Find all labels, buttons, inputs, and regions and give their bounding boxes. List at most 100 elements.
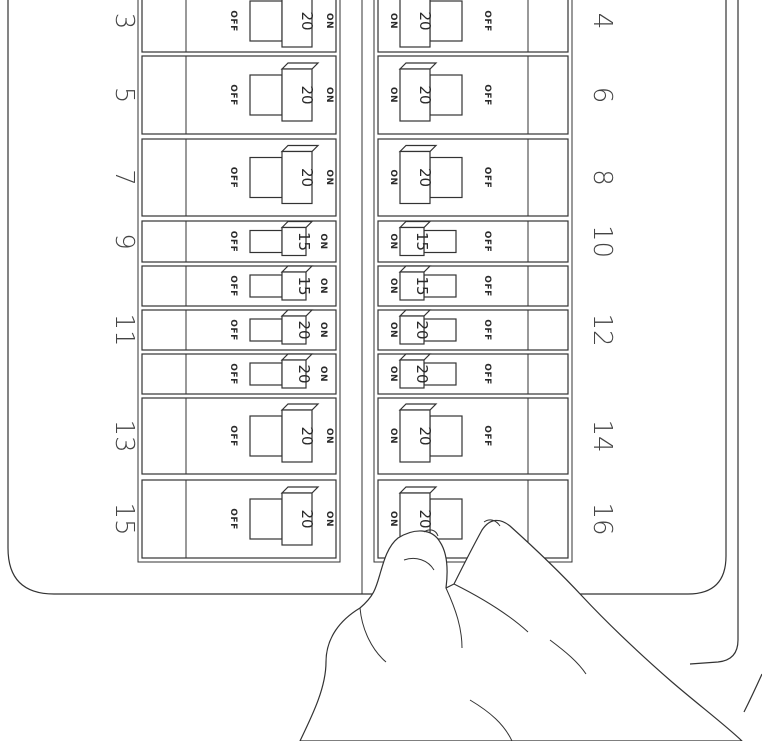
breaker-toggle[interactable] [399,409,431,463]
breaker-toggle[interactable] [281,359,307,389]
breaker-toggle[interactable] [281,0,313,48]
breaker-on-label: ON [324,169,334,185]
breaker-on-label: ON [324,87,334,103]
breaker-amperage: 15 [413,276,431,295]
breaker-toggle[interactable] [281,68,313,122]
breaker-on-label: ON [388,13,398,29]
breaker-amperage: 20 [413,364,431,383]
breaker-off-label: OFF [228,319,238,340]
circuit-number: 16 [587,502,617,535]
breaker-toggle[interactable] [399,359,425,389]
breaker-on-label: ON [388,366,398,382]
circuit-number: 15 [109,502,139,535]
breaker-amperage: 20 [298,168,316,187]
breaker-lever-housing [429,156,463,199]
breaker-amperage: 20 [298,426,316,445]
breaker-amperage: 15 [295,232,313,251]
breaker-lever-housing [249,74,283,116]
breaker-toggle[interactable] [399,315,425,345]
breaker-toggle-top [280,62,320,70]
circuit-number: 8 [587,169,617,186]
breaker-off-label: OFF [228,84,238,105]
hand-illustration [299,519,743,741]
breaker-toggle[interactable] [399,226,425,257]
breaker-row: 20 ON OFF 13 [109,397,337,475]
breaker-off-label: OFF [228,231,238,252]
breaker-off-label: OFF [228,425,238,446]
breaker-off-label: OFF [482,10,492,31]
breaker-lever-housing [249,362,283,386]
breaker-off-label: OFF [482,425,492,446]
breaker-off-label: OFF [228,508,238,529]
breaker-toggle-top [280,265,314,273]
panel-enclosure-front [7,0,727,595]
breaker-toggle[interactable] [399,150,431,205]
breaker-off-label: OFF [228,167,238,188]
breaker-off-label: OFF [228,363,238,384]
breaker-toggle[interactable] [399,68,431,122]
breaker-toggle[interactable] [281,271,307,301]
breaker-toggle[interactable] [399,0,431,48]
breaker-toggle[interactable] [281,150,313,205]
circuit-number: 3 [109,13,139,30]
circuit-number: 7 [109,169,139,186]
breaker-amperage: 15 [413,232,431,251]
breaker-on-label: ON [318,278,328,294]
breaker-lever-housing [249,498,283,540]
breaker-off-label: OFF [482,275,492,296]
left-column-frame [137,0,341,563]
breaker-lever-housing [429,0,463,42]
circuit-number: 14 [587,419,617,452]
breaker-toggle[interactable] [281,315,307,345]
circuit-number: 13 [109,419,139,452]
breaker-off-label: OFF [482,363,492,384]
breaker-on-label: ON [388,169,398,185]
circuit-number: 9 [109,233,139,250]
breaker-on-label: ON [318,366,328,382]
breaker-toggle-top [280,486,320,494]
breaker-amperage: 20 [295,364,313,383]
breaker-toggle-top [398,144,438,153]
breaker-amperage: 20 [295,320,313,339]
breaker-on-label: ON [388,87,398,103]
breaker-toggle[interactable] [399,271,425,301]
hand-thumb-line [359,607,387,663]
breaker-on-label: ON [324,428,334,444]
breaker-toggle[interactable] [281,409,313,463]
breaker-toggle-top [398,486,438,494]
hand-fingernail-1 [423,529,439,537]
breaker-toggle[interactable] [281,226,307,257]
circuit-number: 11 [109,313,139,346]
breaker-amperage: 20 [416,509,434,528]
breaker-toggle-top [280,403,320,411]
breaker-lever-housing [249,229,283,254]
breaker-toggle-top [398,353,432,361]
breaker-toggle[interactable] [281,492,313,546]
breaker-amperage: 15 [295,276,313,295]
breaker-on-label: ON [388,511,398,527]
breaker-row: 20 ON OFF [377,353,569,395]
circuit-number: 6 [587,87,617,104]
breaker-off-label: OFF [228,10,238,31]
breaker-row: 20 ON OFF [141,353,337,395]
breaker-toggle-top [280,144,320,153]
circuit-number: 12 [587,313,617,346]
breaker-amperage: 20 [416,11,434,30]
breaker-lever-housing [249,274,283,298]
breaker-off-label: OFF [482,167,492,188]
breaker-on-label: ON [388,428,398,444]
breaker-off-label: OFF [482,84,492,105]
breaker-toggle-top [280,353,314,361]
breaker-amperage: 20 [298,11,316,30]
breaker-toggle-top [398,403,438,411]
